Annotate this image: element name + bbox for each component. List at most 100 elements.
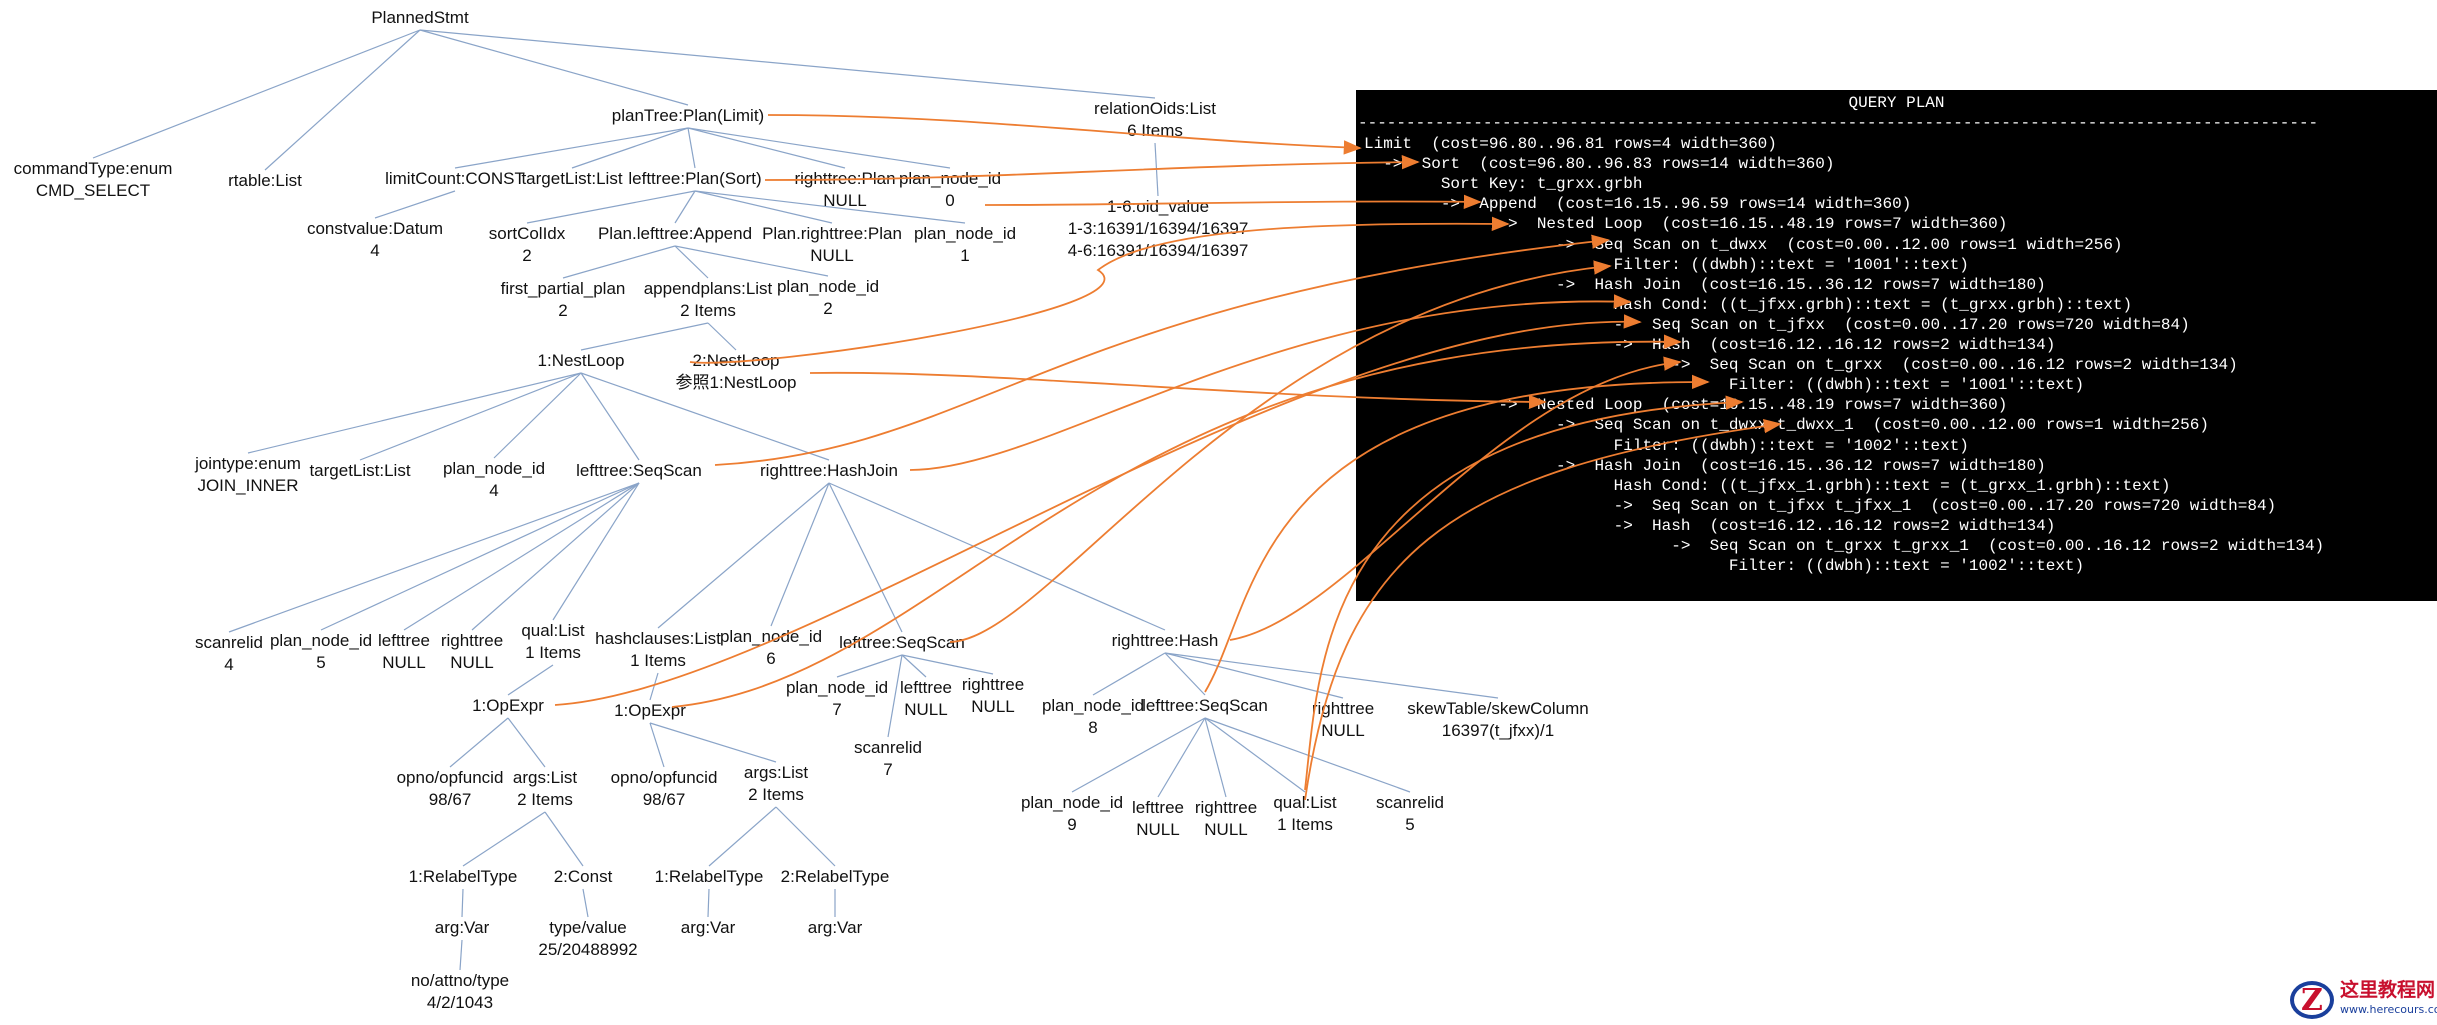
query-plan-line: Sort Key: t_grxx.grbh <box>1364 175 1643 194</box>
node-opno2: opno/opfuncid 98/67 <box>611 767 718 811</box>
node-label: PlannedStmt <box>371 8 469 27</box>
tree-edge <box>461 888 464 918</box>
node-label: scanrelid <box>194 633 264 652</box>
node-quallist1: qual:List 1 Items <box>521 620 584 664</box>
node-label: NULL <box>971 697 1015 716</box>
node-label: 1 Items <box>525 643 581 662</box>
logo-url: www.herecours.com <box>2340 1003 2437 1016</box>
tree-edge <box>707 322 737 351</box>
node-label: 5 <box>1405 815 1415 834</box>
tree-edge <box>1204 717 1227 798</box>
query-plan-line: -> Seq Scan on t_jfxx (cost=0.00..17.20 … <box>1364 315 2190 334</box>
node-label: 2:RelabelType <box>780 867 890 886</box>
tree-edge <box>320 482 640 631</box>
tree-edge <box>374 190 456 219</box>
node-label: NULL <box>1136 820 1180 839</box>
node-label: commandType:enum <box>13 159 173 178</box>
tree-edge <box>828 482 903 633</box>
query-plan-line: Filter: ((dwbh)::text = '1001'::text) <box>1364 255 1969 274</box>
node-argvar2: arg:Var <box>681 917 736 939</box>
node-label: qual:List <box>521 621 585 640</box>
node-label: 6 <box>766 649 776 668</box>
node-label: righttree <box>1194 798 1258 817</box>
site-logo: Z 这里教程网 www.herecours.com <box>2290 980 2437 1020</box>
node-label: 2 Items <box>680 301 736 320</box>
node-label: 5 <box>316 653 326 672</box>
node-label: lefttree <box>378 631 430 650</box>
node-label: arg:Var <box>434 918 490 937</box>
node-label: 4-6:16391/16394/16397 <box>1067 241 1249 260</box>
node-label: plan_node_id <box>442 459 546 478</box>
node-label: 2 <box>823 299 833 318</box>
node-label: righttree:HashJoin <box>760 461 898 480</box>
node-righttreehashjoin: righttree:HashJoin <box>760 460 898 482</box>
node-quallist2: qual:List 1 Items <box>1273 792 1336 836</box>
node-label: jointype:enum <box>195 454 301 473</box>
node-limitcount: limitCount:CONST <box>385 168 525 190</box>
node-label: 1-3:16391/16394/16397 <box>1067 219 1249 238</box>
node-label: 1:RelabelType <box>408 867 518 886</box>
node-label: sortColIdx <box>488 224 566 243</box>
node-label: plan_node_id <box>1041 696 1145 715</box>
node-label: 参照1:NestLoop <box>675 373 797 392</box>
tree-edge <box>1092 652 1166 696</box>
node-opexpr2: 1:OpExpr <box>614 700 686 722</box>
node-label: 1:OpExpr <box>472 696 544 715</box>
node-label: 4/2/1043 <box>426 993 494 1012</box>
query-plan-line: Limit (cost=96.80..96.81 rows=4 width=36… <box>1364 135 1777 153</box>
tree-edge <box>1164 652 1344 699</box>
tree-edge <box>901 654 927 678</box>
node-label: 7 <box>883 760 893 779</box>
node-label: arg:Var <box>680 918 736 937</box>
node-label: opno/opfuncid <box>610 768 718 787</box>
node-label: lefttree <box>1132 798 1184 817</box>
tree-edge <box>1071 717 1206 793</box>
node-label: scanrelid <box>1375 793 1445 812</box>
tree-edge <box>247 372 582 454</box>
node-label: NULL <box>823 191 867 210</box>
node-label: 2 Items <box>748 785 804 804</box>
node-plantree: planTree:Plan(Limit) <box>612 105 764 127</box>
node-label: 1 Items <box>1277 815 1333 834</box>
tree-edge <box>687 127 696 169</box>
node-label: first_partial_plan <box>500 279 626 298</box>
node-label: NULL <box>1204 820 1248 839</box>
tree-edge <box>687 127 951 169</box>
query-plan-line: -> Hash Join (cost=16.15..36.12 rows=7 w… <box>1364 275 2046 294</box>
tree-edge <box>694 190 833 224</box>
node-label: NULL <box>904 700 948 719</box>
node-label: relationOids:List <box>1094 99 1216 118</box>
node-argvar1: arg:Var <box>435 917 490 939</box>
node-label: 1:RelabelType <box>654 867 764 886</box>
node-label: plan_node_id <box>785 678 889 697</box>
node-label: 98/67 <box>642 790 686 809</box>
tree-edge <box>471 482 640 631</box>
node-label: scanrelid <box>853 738 923 757</box>
node-label: hashclauses:List <box>595 629 721 648</box>
node-targetlist1: targetList:List <box>521 168 622 190</box>
tree-edge <box>649 722 665 768</box>
tree-edge <box>1157 717 1206 798</box>
tree-edge <box>493 372 582 459</box>
logo-name: 这里教程网 <box>2340 979 2436 1001</box>
tree-edge <box>449 717 509 768</box>
query-plan-line: Filter: ((dwbh)::text = '1002'::text) <box>1364 436 1969 455</box>
tree-edge <box>580 322 709 351</box>
query-plan-line: -> Append (cost=16.15..96.59 rows=14 wid… <box>1364 195 1912 214</box>
query-plan-panel: QUERY PLAN -----------------------------… <box>1356 90 2437 629</box>
node-label: targetList:List <box>309 461 411 480</box>
node-label: lefttree:SeqScan <box>576 461 702 480</box>
tree-edge <box>562 245 676 279</box>
node-label: 2 <box>558 301 568 320</box>
node-label: qual:List <box>1273 793 1337 812</box>
